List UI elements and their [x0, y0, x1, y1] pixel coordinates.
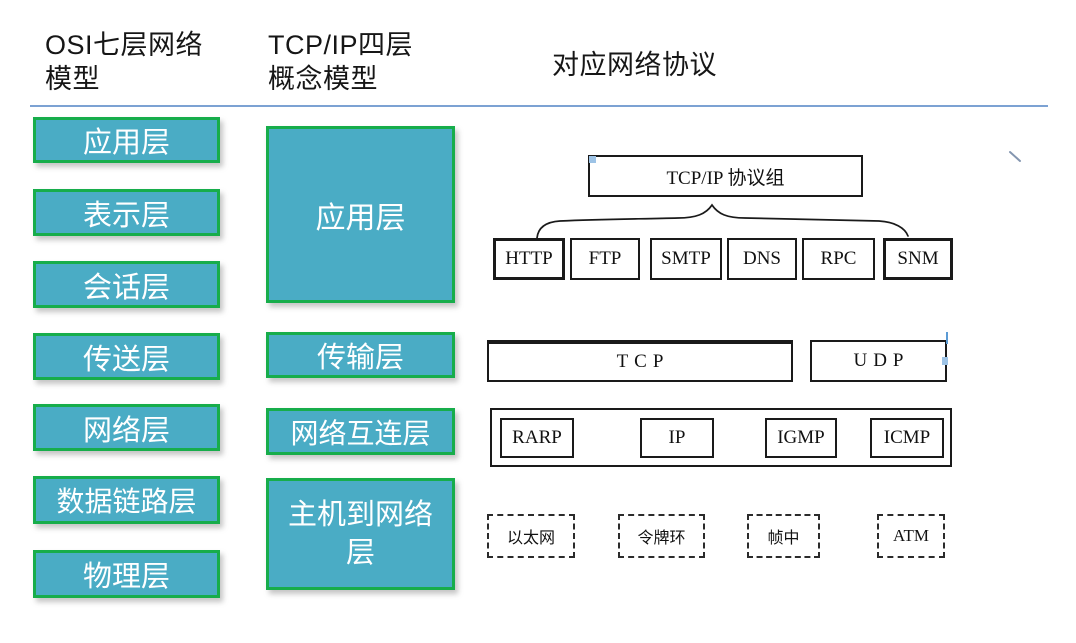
protocol-label: TCP [616, 351, 670, 372]
protocol-box-http: HTTP [493, 238, 565, 280]
protocol-label: RPC [820, 248, 857, 269]
selection-handle-artifact [946, 332, 948, 344]
curly-brace [536, 203, 909, 239]
protocol-box-icmp: ICMP [870, 418, 944, 458]
tcpip-layer-label: 主机到网络层 [287, 499, 433, 569]
protocol-label: ICMP [883, 427, 931, 448]
osi-layer-label: 表示层 [82, 199, 170, 232]
osi-layer-box-5: 网络层 [33, 404, 220, 451]
osi-header-line1: OSI七层网络 [45, 30, 204, 60]
selection-handle-artifact [589, 156, 596, 163]
tcpip-header-line2: 概念模型 [268, 64, 378, 94]
tcpip-layer-box-2: 传输层 [266, 332, 455, 378]
tcpip-layer-label: 传输层 [316, 342, 404, 374]
protocol-label: SMTP [661, 248, 711, 269]
protocol-label: SNM [897, 248, 939, 269]
osi-layer-label: 数据链路层 [56, 487, 197, 518]
osi-layer-box-1: 应用层 [33, 117, 220, 163]
protocol-box-tcp: TCP [487, 340, 793, 382]
link-label: ATM [893, 526, 929, 545]
protocol-label: IP [668, 427, 686, 448]
protocol-box-smtp: SMTP [650, 238, 722, 280]
protocol-box-ip: IP [640, 418, 714, 458]
link-box-ethernet: 以太网 [487, 514, 575, 558]
osi-layer-box-7: 物理层 [33, 550, 220, 598]
protocol-label: RARP [512, 427, 562, 448]
link-box-atm: ATM [877, 514, 945, 558]
tcpip-layer-box-3: 网络互连层 [266, 408, 455, 455]
tcpip-column-header: TCP/IP四层 概念模型 [268, 28, 413, 96]
pen-tick-artifact [1009, 151, 1021, 162]
tcpip-layer-label: 网络互连层 [290, 418, 431, 450]
osi-layer-label: 物理层 [82, 561, 170, 593]
protocol-label: UDP [853, 350, 910, 371]
protocol-label: IGMP [777, 427, 825, 448]
osi-layer-label: 会话层 [82, 271, 170, 304]
protocol-box-rpc: RPC [802, 238, 875, 280]
osi-layer-label: 传送层 [82, 343, 170, 376]
protocol-box-igmp: IGMP [765, 418, 837, 458]
osi-layer-box-2: 表示层 [33, 189, 220, 236]
protocol-box-udp: UDP [810, 340, 947, 382]
link-label: 帧中 [767, 530, 800, 547]
osi-layer-box-4: 传送层 [33, 333, 220, 380]
tcpip-layer-label: 应用层 [315, 201, 406, 235]
protocol-box-snm: SNM [883, 238, 953, 280]
osi-layer-box-3: 会话层 [33, 261, 220, 308]
internet-protocols-container: RARP IP IGMP ICMP [490, 408, 952, 467]
protocol-label: FTP [588, 248, 622, 269]
link-box-framerelay: 帧中 [747, 514, 820, 558]
osi-layer-label: 网络层 [82, 414, 170, 447]
protocols-column-header: 对应网络协议 [552, 50, 717, 80]
selection-handle-artifact [942, 357, 948, 365]
osi-layer-label: 应用层 [82, 127, 170, 159]
osi-layer-box-6: 数据链路层 [33, 476, 220, 524]
protocol-box-rarp: RARP [500, 418, 574, 458]
tcpip-layer-box-4: 主机到网络层 [266, 478, 455, 590]
link-label: 以太网 [506, 530, 555, 547]
protocol-group-box: TCP/IP 协议组 [588, 155, 863, 197]
protocol-label: HTTP [505, 248, 553, 269]
link-label: 令牌环 [637, 530, 686, 547]
osi-column-header: OSI七层网络 模型 [45, 28, 203, 96]
tcpip-layer-box-1: 应用层 [266, 126, 455, 303]
protocol-group-title: TCP/IP 协议组 [666, 167, 785, 189]
link-box-tokenring: 令牌环 [618, 514, 705, 558]
protocol-label: DNS [742, 248, 781, 269]
osi-header-line2: 模型 [45, 64, 100, 94]
tcpip-header-line1: TCP/IP四层 [268, 30, 414, 60]
header-divider-line [30, 105, 1048, 107]
protocol-box-ftp: FTP [570, 238, 640, 280]
protocol-box-dns: DNS [727, 238, 797, 280]
